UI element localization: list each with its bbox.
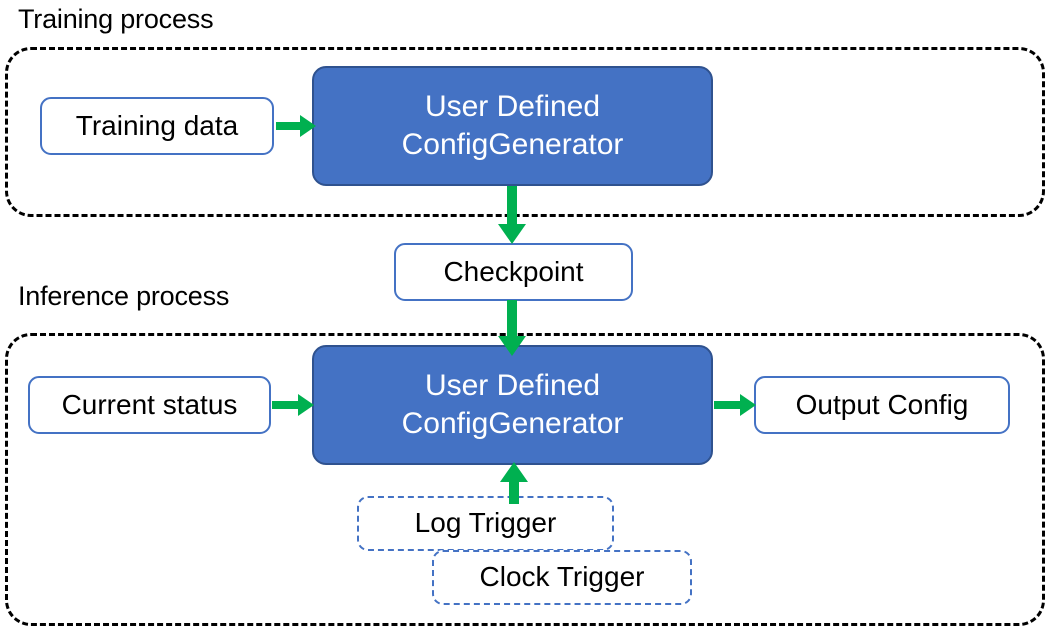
inference-config-generator-box[interactable]: User Defined ConfigGenerator (312, 345, 713, 465)
output-config-box[interactable]: Output Config (754, 376, 1010, 434)
training-config-generator-line2: ConfigGenerator (401, 128, 624, 161)
inference-config-generator-line2: ConfigGenerator (401, 407, 624, 440)
arrow-training-generator-to-checkpoint (498, 186, 526, 244)
training-data-label: Training data (75, 109, 239, 141)
clock-trigger-label: Clock Trigger (479, 561, 645, 593)
inference-process-container (5, 333, 1045, 626)
training-config-generator-box[interactable]: User Defined ConfigGenerator (312, 66, 713, 186)
arrow-training-data-to-generator (276, 115, 316, 137)
inference-process-label: Inference process (18, 281, 230, 311)
arrow-inference-generator-to-output-config (714, 394, 756, 416)
training-process-label: Training process (18, 4, 214, 34)
training-data-box[interactable]: Training data (40, 97, 274, 155)
log-trigger-box[interactable]: Log Trigger (357, 496, 614, 551)
training-config-generator-line1: User Defined (424, 89, 601, 123)
checkpoint-label: Checkpoint (443, 255, 584, 287)
arrow-checkpoint-to-inference-generator (498, 300, 526, 356)
clock-trigger-box[interactable]: Clock Trigger (432, 550, 692, 605)
inference-config-generator-line1: User Defined (424, 368, 601, 402)
current-status-label: Current status (61, 388, 238, 420)
log-trigger-label: Log Trigger (414, 507, 557, 539)
output-config-label: Output Config (795, 388, 969, 420)
current-status-box[interactable]: Current status (28, 376, 271, 434)
checkpoint-box[interactable]: Checkpoint (394, 243, 633, 301)
arrow-current-status-to-inference-generator (272, 394, 314, 416)
arrow-triggers-to-inference-generator (500, 462, 528, 504)
training-process-container (5, 47, 1045, 217)
